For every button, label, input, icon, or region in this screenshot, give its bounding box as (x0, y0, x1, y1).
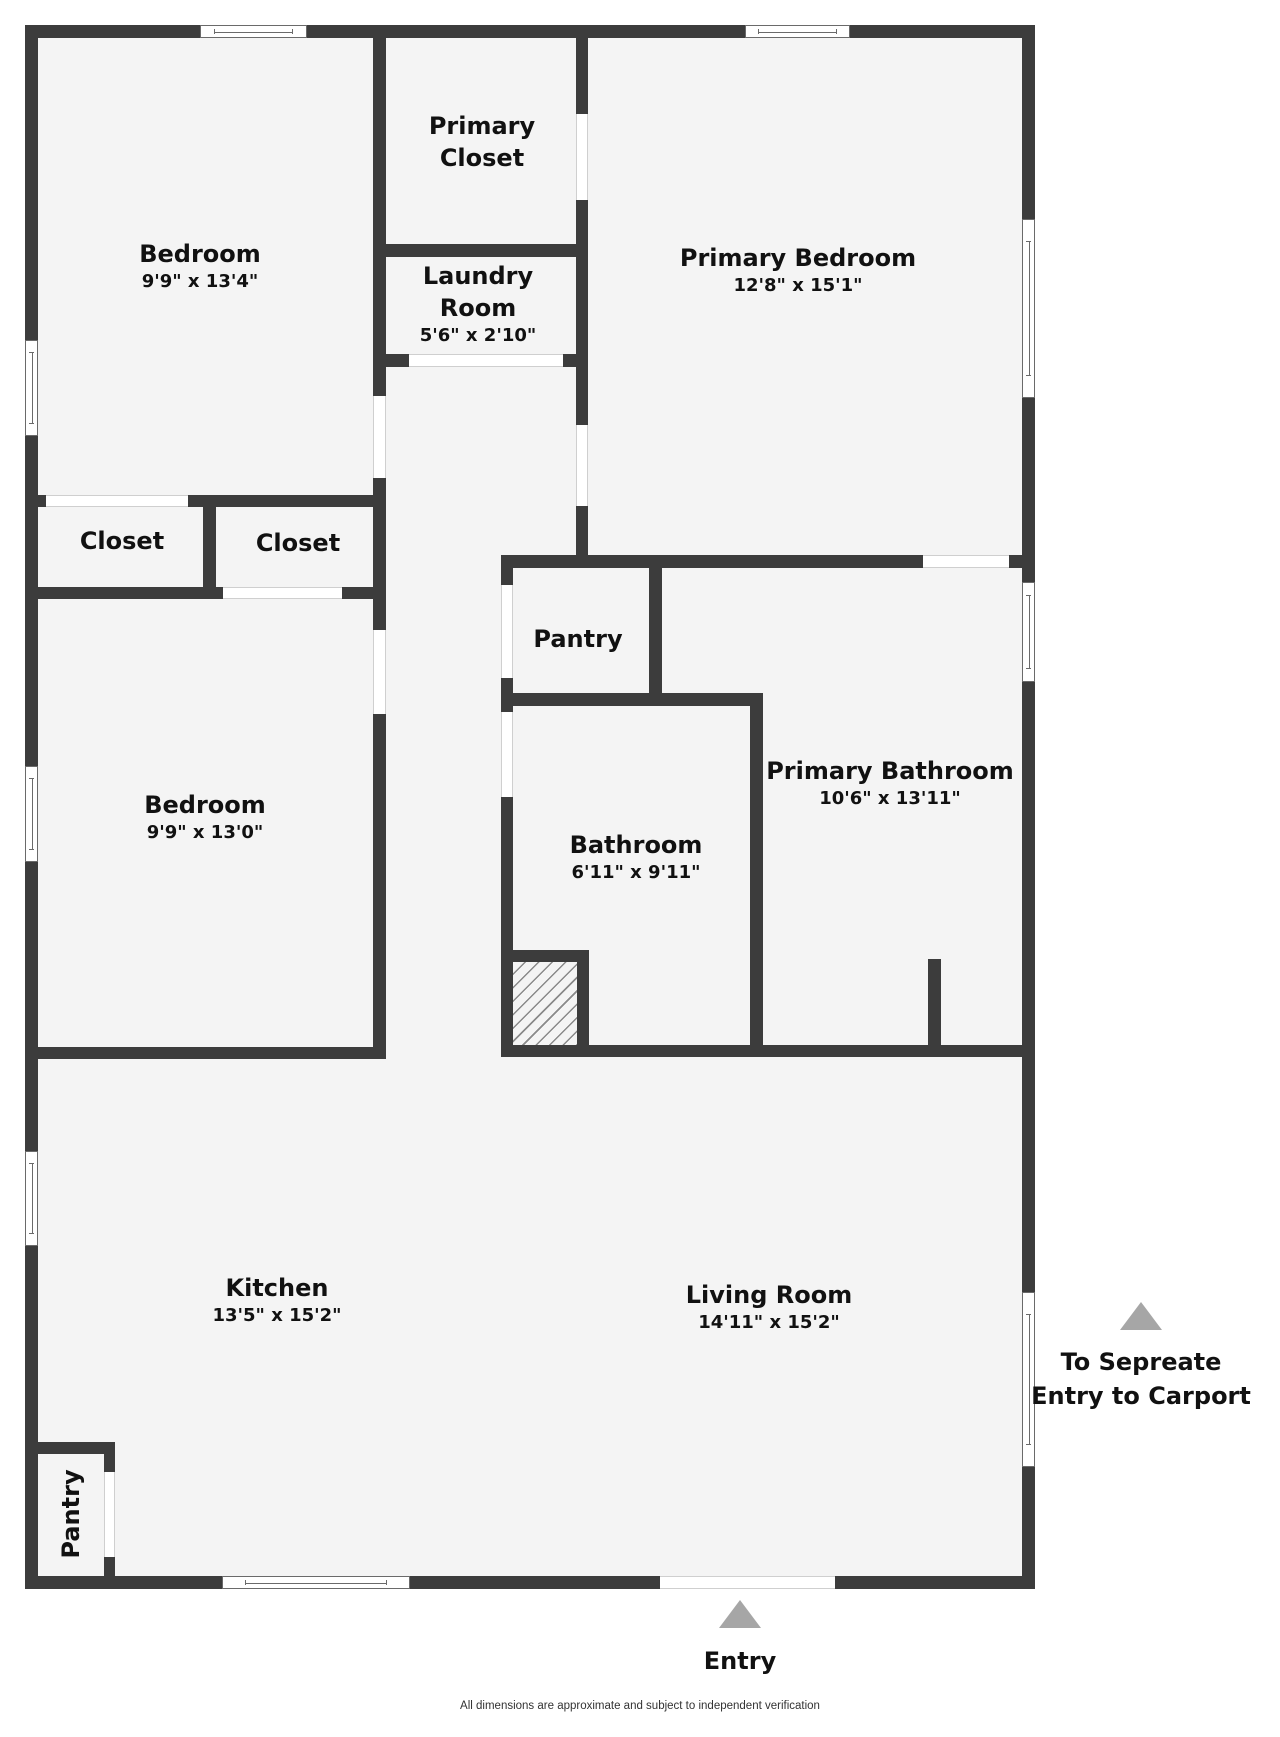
window-kitchen-bottom (222, 1576, 410, 1589)
room-name: Bedroom (139, 240, 261, 268)
wall-hatch-right (577, 950, 589, 1057)
room-kitchen: Kitchen 13'5" x 15'2" (212, 1272, 341, 1328)
floor-area (26, 26, 1034, 1588)
door-entry[interactable] (660, 1576, 835, 1589)
disclaimer: All dimensions are approximate and subje… (460, 1700, 820, 1712)
room-name: Primary Bedroom (679, 244, 917, 272)
exterior-wall-right (1022, 25, 1035, 1589)
room-laundry: Laundry Room 5'6" x 2'10" (408, 260, 548, 348)
carport-note: To Sepreate Entry to Carport (1031, 1345, 1251, 1413)
carport-note-line1: To Sepreate (1060, 1348, 1222, 1376)
carport-arrow-icon (1120, 1302, 1162, 1330)
room-name: Bathroom (569, 831, 703, 859)
window-bedroom2-left (25, 766, 38, 862)
room-bathroom: Bathroom 6'11" x 9'11" (570, 829, 703, 885)
room-dimensions: 6'11" x 9'11" (571, 862, 701, 883)
door-closet-right[interactable] (223, 587, 342, 599)
room-dimensions: 14'11" x 15'2" (698, 1312, 840, 1333)
window-kitchen-left (25, 1151, 38, 1246)
wall-closet-divider (203, 495, 216, 599)
room-bedroom-1: Bedroom 9'9" x 13'4" (139, 238, 261, 294)
carport-note-line2: Entry to Carport (1031, 1382, 1251, 1410)
room-primary-closet: Primary Closet (412, 110, 552, 174)
wall-kitchen-pantry-top (25, 1442, 115, 1454)
room-dimensions: 10'6" x 13'11" (819, 788, 961, 809)
entry-arrow-icon (719, 1600, 761, 1628)
wall-block-left (501, 555, 513, 1057)
room-dimensions: 9'9" x 13'4" (141, 271, 259, 292)
door-bedroom1[interactable] (373, 396, 386, 478)
room-name: Laundry Room (422, 262, 534, 322)
room-closet-left: Closet (80, 525, 164, 557)
wall-hall-left (373, 25, 386, 1059)
door-primary-closet[interactable] (576, 114, 588, 200)
door-bathroom[interactable] (501, 712, 513, 797)
shaft-hatch (513, 962, 577, 1045)
door-closet-left[interactable] (46, 495, 188, 507)
wall-primarybath-stub (928, 959, 941, 1057)
wall-pantry-divider (649, 555, 662, 706)
room-name: Kitchen (225, 1274, 329, 1302)
door-primary-bedroom[interactable] (576, 425, 588, 506)
room-dimensions: 13'5" x 15'2" (212, 1305, 342, 1326)
window-bedroom1-top (200, 25, 307, 38)
wall-block-bottom (501, 1045, 1035, 1057)
wall-bath-primarybath (750, 693, 763, 1057)
door-laundry[interactable] (409, 354, 563, 367)
room-closet-right: Closet (256, 527, 340, 559)
window-bedroom1-left (25, 340, 38, 436)
wall-closet-laundry (373, 244, 588, 257)
room-name: Pantry (57, 1469, 85, 1559)
room-dimensions: 12'8" x 15'1" (733, 275, 863, 296)
door-primary-bathroom[interactable] (923, 555, 1009, 568)
room-name: Living Room (685, 1281, 853, 1309)
wall-pantry-bottom (501, 693, 763, 706)
window-primary-bedroom-right (1022, 219, 1035, 398)
window-primary-bath-right (1022, 582, 1035, 682)
door-pantry-center[interactable] (501, 585, 513, 678)
room-primary-bedroom: Primary Bedroom 12'8" x 15'1" (680, 242, 916, 298)
room-name: Closet (79, 527, 165, 555)
room-dimensions: 5'6" x 2'10" (419, 325, 537, 346)
room-pantry-center: Pantry (533, 623, 622, 655)
room-pantry-kitchen: Pantry (55, 1469, 87, 1558)
exterior-wall-bottom (25, 1576, 1035, 1589)
room-primary-bathroom: Primary Bathroom 10'6" x 13'11" (766, 755, 1014, 811)
window-living-right (1022, 1292, 1035, 1467)
door-kitchen-pantry[interactable] (104, 1472, 115, 1557)
room-living-room: Living Room 14'11" x 15'2" (686, 1279, 852, 1335)
exterior-wall-top (25, 25, 1035, 38)
room-name: Pantry (533, 625, 623, 653)
wall-bedroom2-bottom (25, 1047, 386, 1059)
room-name: Bedroom (144, 791, 266, 819)
window-primary-bedroom-top (745, 25, 850, 38)
room-dimensions: 9'9" x 13'0" (146, 822, 264, 843)
door-bedroom2[interactable] (373, 630, 386, 714)
entry-label: Entry (703, 1647, 777, 1675)
wall-block-top (501, 555, 1035, 568)
wall-hatch-top (501, 950, 589, 962)
room-name: Primary Closet (428, 112, 536, 172)
room-bedroom-2: Bedroom 9'9" x 13'0" (144, 789, 266, 845)
room-name: Primary Bathroom (766, 757, 1014, 785)
room-name: Closet (255, 529, 341, 557)
